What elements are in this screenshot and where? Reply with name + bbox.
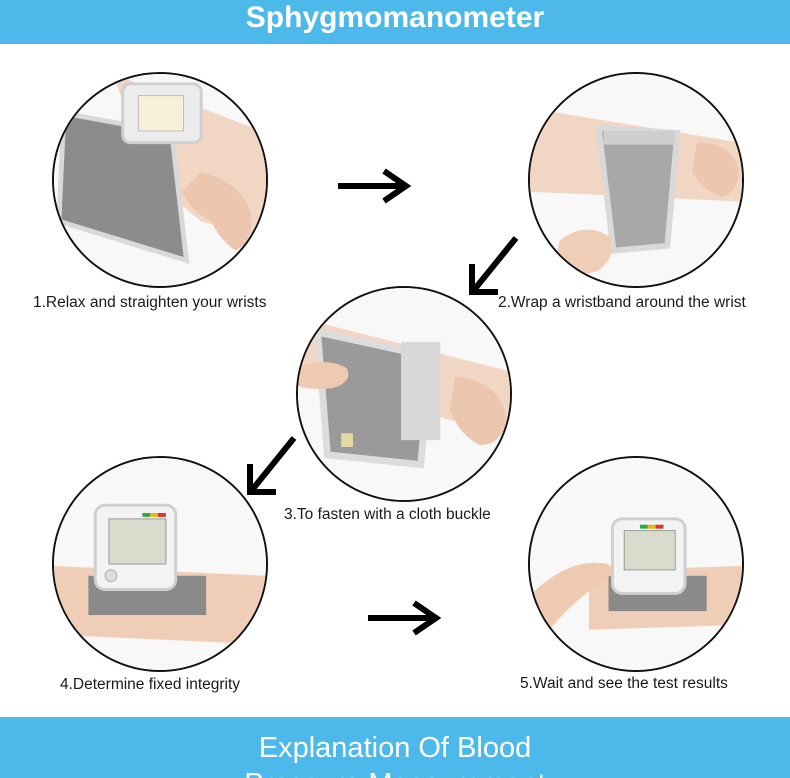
- step-1-caption: 1.Relax and straighten your wrists: [33, 294, 267, 311]
- step-3-caption: 3.To fasten with a cloth buckle: [284, 506, 491, 523]
- step-4-image: [52, 456, 268, 672]
- step-5-caption: 5.Wait and see the test results: [520, 675, 728, 692]
- cloth-buckle-illustration: [298, 288, 510, 500]
- arrow-right-icon: [338, 168, 412, 204]
- footer-banner: Explanation Of Blood Pressure Measuremen…: [0, 717, 790, 778]
- step-3-image: [296, 286, 512, 502]
- step-5-image: [528, 456, 744, 672]
- header-banner: Sphygmomanometer: [0, 0, 790, 44]
- test-results-illustration: [530, 458, 742, 670]
- arrow-right-icon: [368, 600, 442, 636]
- step-4-caption: 4.Determine fixed integrity: [60, 676, 241, 693]
- page-title: Sphygmomanometer: [245, 1, 545, 34]
- footer-title-line-2: Pressure Measurement: [0, 766, 790, 778]
- step-2-caption: 2.Wrap a wristband around the wrist: [498, 294, 746, 311]
- step-1-image: [52, 72, 268, 288]
- step-2-image: [528, 72, 744, 288]
- footer-title-line-1: Explanation Of Blood: [258, 732, 532, 764]
- wrist-relaxed-illustration: [54, 74, 266, 286]
- fixed-monitor-illustration: [54, 458, 266, 670]
- wristband-wrap-illustration: [530, 74, 742, 286]
